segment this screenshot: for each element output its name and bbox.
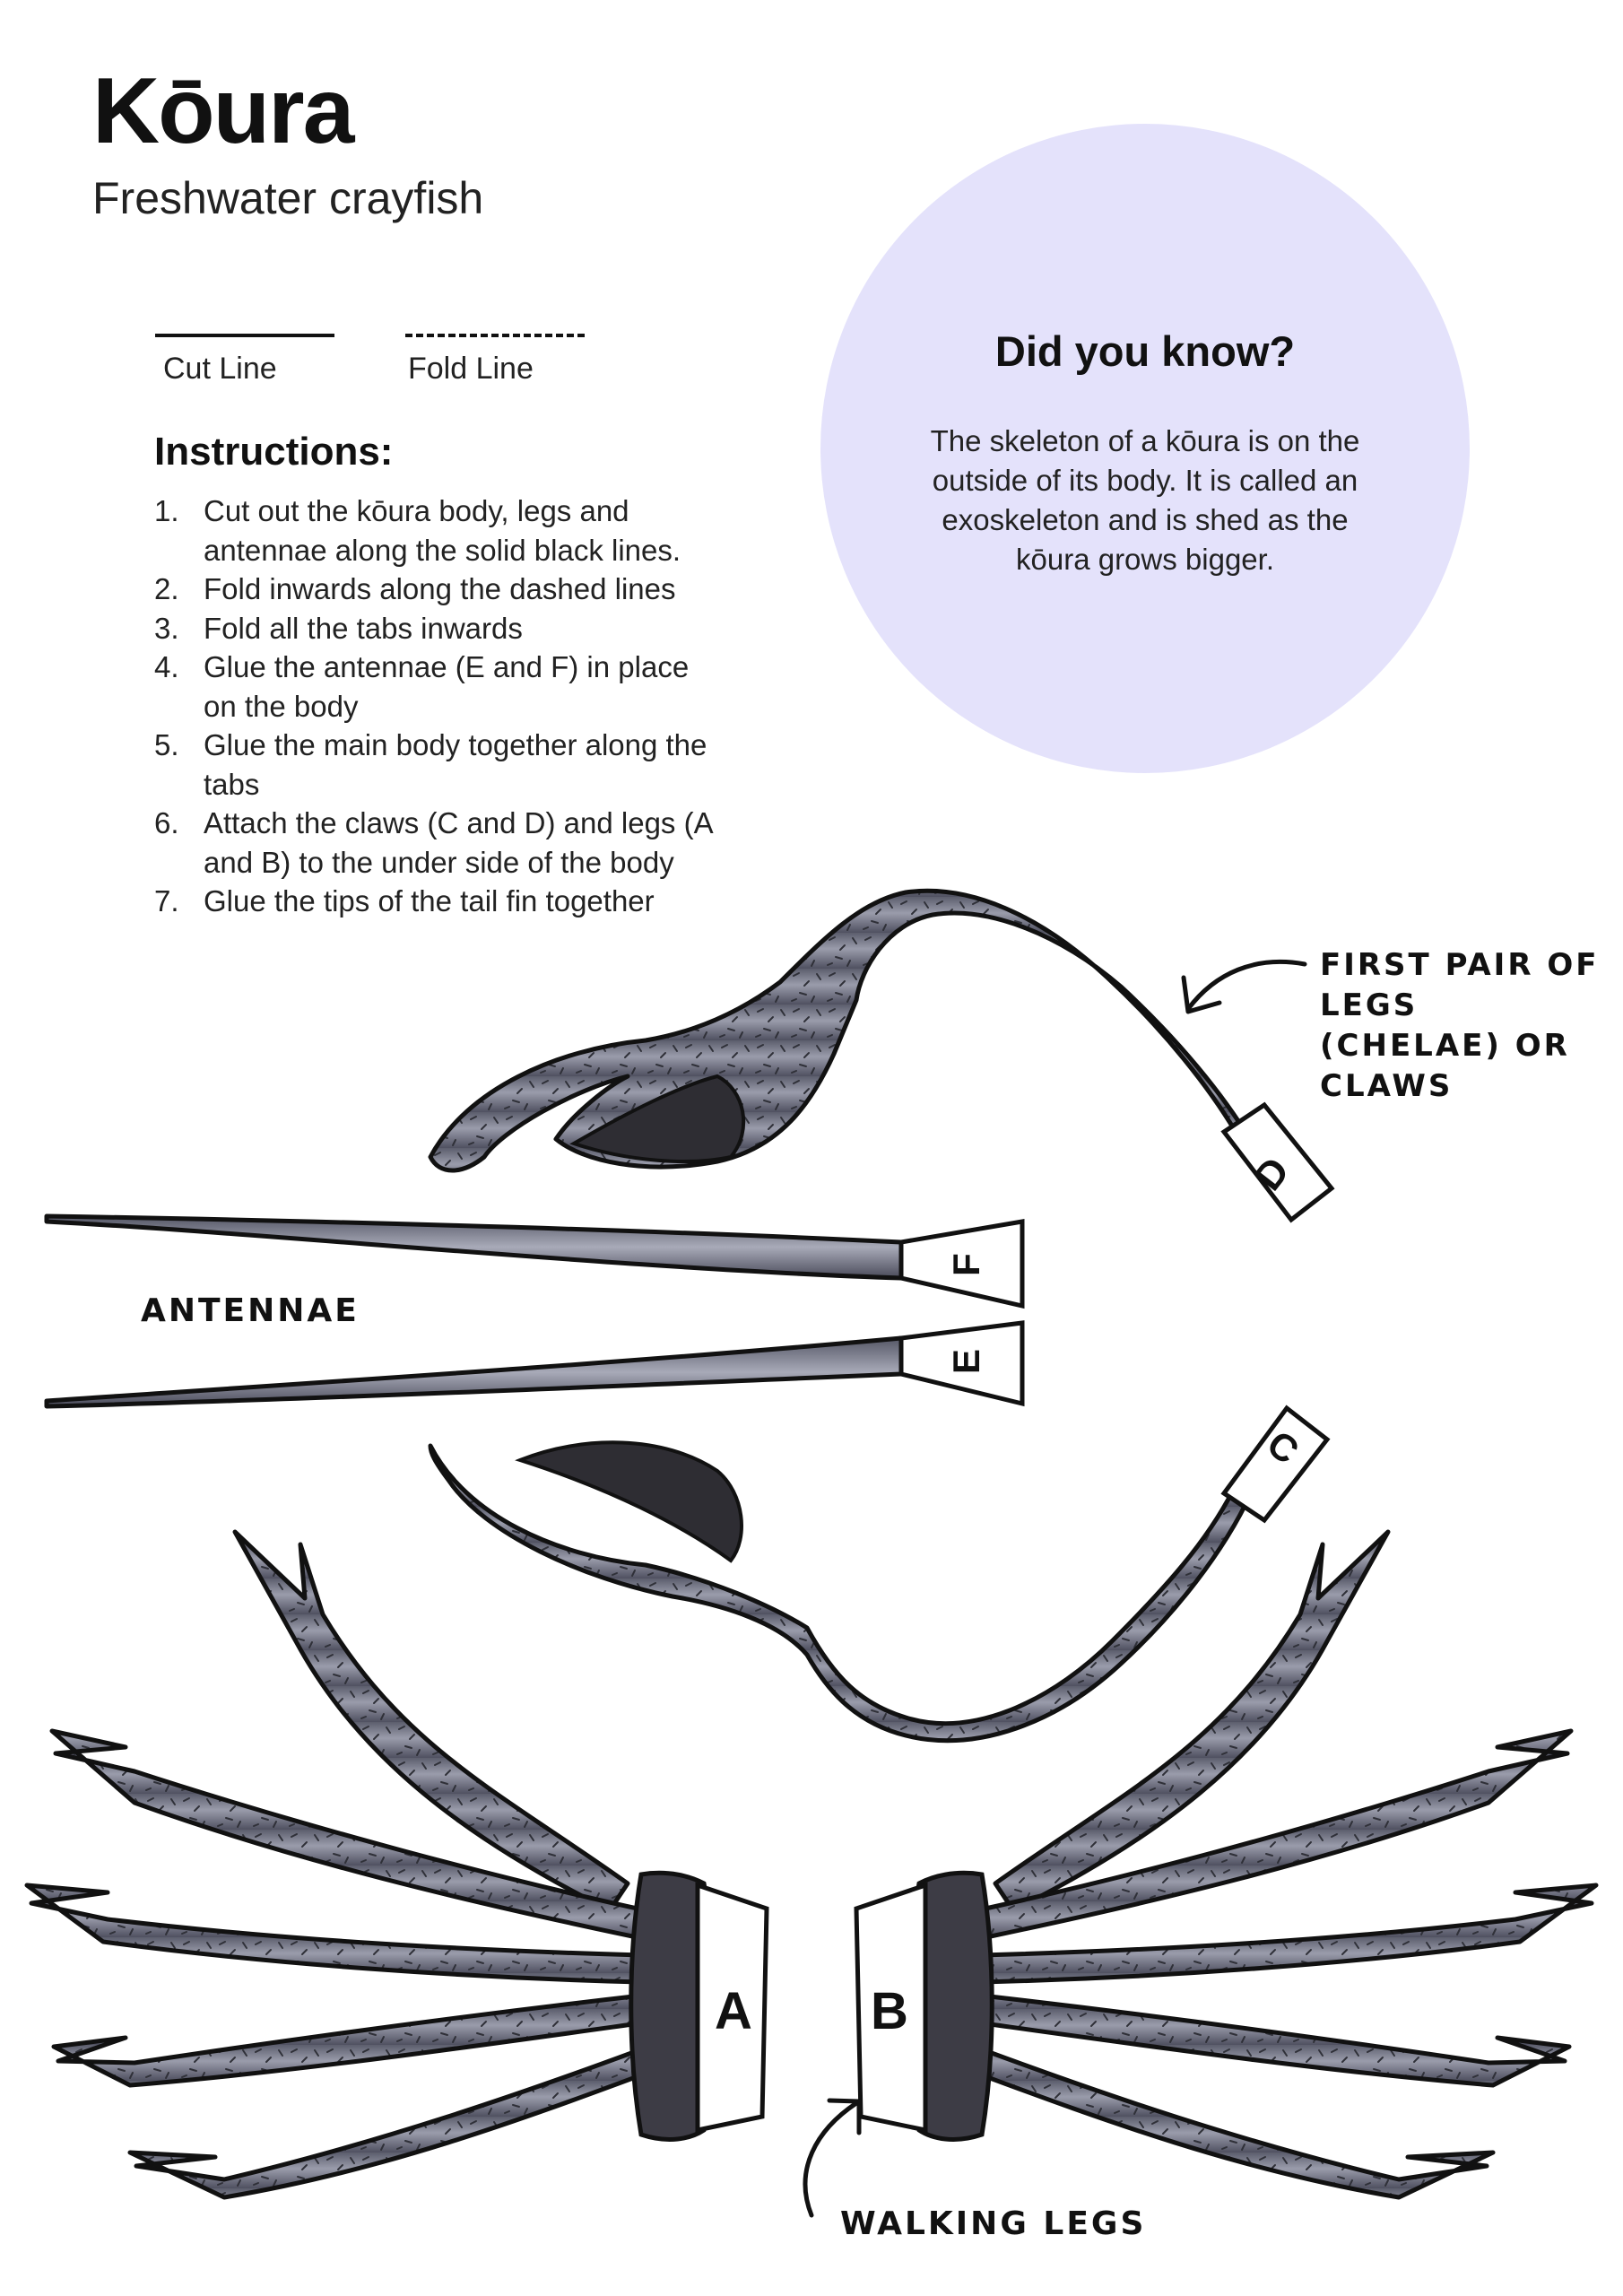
step-text: Fold inwards along the dashed lines [204,572,676,605]
cut-line-label: Cut Line [163,352,277,386]
page-title: Kōura [92,59,354,163]
instruction-step: 6. Attach the claws (C and D) and legs (A… [154,804,728,882]
claws-annotation: FIRST PAIR OF LEGS (CHELAE) OR CLAWS [1320,947,1600,1104]
step-number: 2. [154,572,179,605]
claw-c-pincer-inner [515,1440,743,1563]
claw-d-tab [1220,1101,1335,1223]
instruction-step: 3. Fold all the tabs inwards [154,609,728,648]
instruction-step: 4. Glue the antennae (E and F) in place o… [154,648,728,726]
claw-d: D [428,888,1335,1223]
fact-heading: Did you know? [994,327,1296,375]
step-text: Attach the claws (C and D) and legs (A a… [204,806,712,879]
walking-legs-a: A [24,1529,769,2200]
step-text: Fold all the tabs inwards [204,611,523,645]
claw-c-tab [1220,1405,1331,1524]
fold-line-label: Fold Line [408,352,534,386]
antenna-e-tab [898,1320,1025,1407]
step-number: 1. [154,494,179,527]
tab-a-label: A [715,1982,752,2040]
leg-b-4 [975,1993,1572,2088]
antenna-f-shaft [44,1213,904,1281]
claws-arrow [1181,959,1307,1014]
fact-text: The skeleton of a kōura is on the outsid… [930,424,1360,576]
page-subtitle: Freshwater crayfish [92,173,484,223]
step-number: 4. [154,650,179,683]
instruction-step: 1. Cut out the kōura body, legs and anten… [154,491,728,570]
leg-b-1 [993,1529,1391,1913]
claw-c-body [428,1443,1254,1744]
cut-line-sample [155,334,334,337]
instruction-step: 7. Glue the tips of the tail fin together [154,882,728,921]
leg-a-1 [232,1529,630,1913]
claw-d-body [428,888,1254,1173]
antennae-annotation: ANTENNAE [141,1292,360,1329]
leg-a-4 [51,1993,648,2088]
antenna-f-tab [898,1219,1025,1309]
walking-legs-arrow [803,2098,862,2218]
claw-d-pincer-inner [569,1074,746,1163]
antenna-f: F [44,1213,1025,1309]
claw-c: C [428,1405,1331,1744]
leg-a-tab [695,1882,769,2134]
step-text: Cut out the kōura body, legs and antenna… [204,494,681,567]
antenna-e-shaft [44,1335,904,1409]
step-number: 5. [154,728,179,761]
walking-legs-b: B [854,1529,1599,2200]
instructions-heading: Instructions: [154,430,394,474]
step-text: Glue the main body together along the ta… [204,728,707,801]
walking-legs-annotation: WALKING LEGS [840,2205,1147,2242]
fact-circle [820,124,1470,773]
step-number: 7. [154,884,179,918]
instructions-list: 1. Cut out the kōura body, legs and anten… [154,491,728,921]
fold-line-sample [405,334,585,337]
tab-f-label: F [945,1253,987,1276]
tab-b-label: B [871,1982,908,2040]
step-number: 6. [154,806,179,839]
step-number: 3. [154,611,179,645]
step-text: Glue the tips of the tail fin together [204,884,655,918]
antenna-e: E [44,1320,1025,1409]
instruction-step: 2. Fold inwards along the dashed lines [154,570,728,609]
step-text: Glue the antennae (E and F) in place on … [204,650,690,723]
tab-e-label: E [945,1349,987,1374]
instruction-step: 5. Glue the main body together along the … [154,726,728,804]
